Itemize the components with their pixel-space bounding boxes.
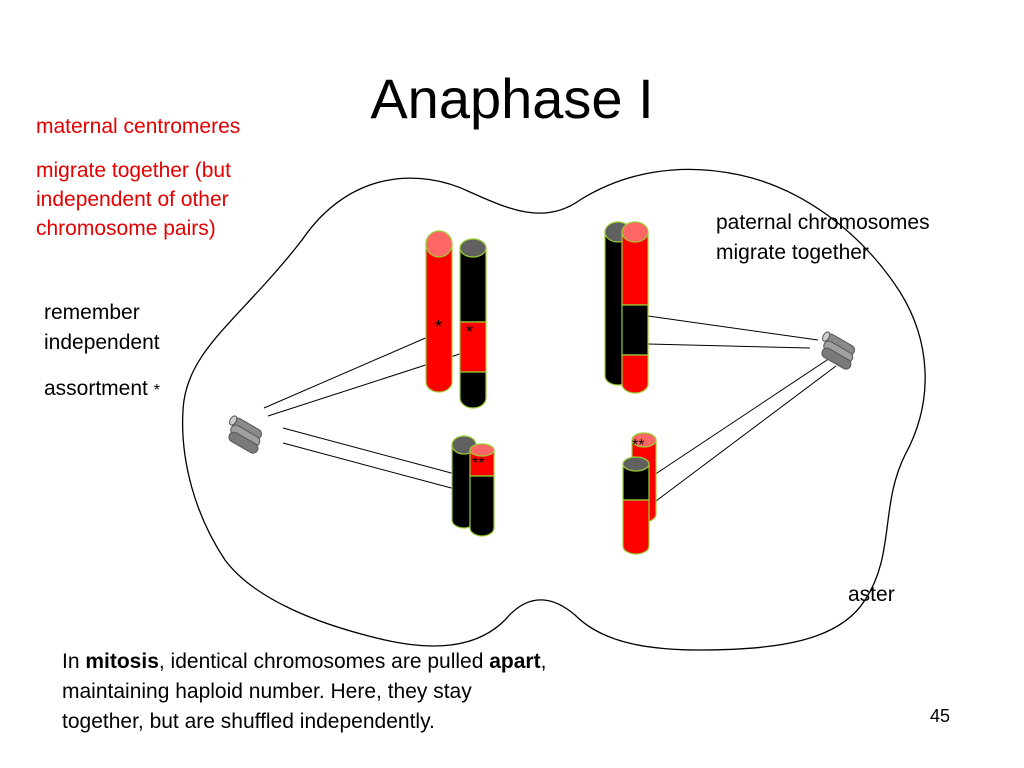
spindle-fiber (647, 343, 811, 349)
footer-line2: maintaining haploid number. Here, they s… (62, 680, 472, 703)
chromosome-mixed-tall-right (621, 221, 649, 394)
aster-right-centrioles (821, 331, 856, 370)
mitosis-term: mitosis (85, 650, 159, 673)
chromosome-maternal-tall-left (425, 230, 453, 393)
paternal-label-line2: migrate together (716, 241, 869, 264)
chromosome-mixed-short-left (469, 443, 495, 537)
footer-line3: together, but are shuffled independently… (62, 710, 435, 733)
double-star-mark: ** (632, 437, 644, 454)
spindle-fibers (263, 315, 837, 508)
maternal-label-line4: chromosome pairs) (36, 217, 216, 240)
spindle-fiber (647, 315, 819, 341)
spindle-fiber (282, 442, 456, 490)
star-mark: * (466, 322, 473, 342)
cell-outline (181, 168, 926, 651)
chromosome-mixed-short-right (622, 456, 650, 555)
star-mark: * (435, 317, 442, 337)
spindle-fiber (647, 357, 831, 480)
spindle-fiber (647, 365, 837, 508)
footer-line1: In mitosis, identical chromosomes are pu… (62, 650, 547, 673)
chromosome-paternal-tall-left (459, 238, 487, 409)
maternal-label-line1: maternal centromeres (36, 115, 241, 138)
remember-label-line1: remember (44, 301, 140, 324)
aster-label: aster (848, 583, 895, 606)
aster-left-centrioles (228, 415, 263, 454)
maternal-label-line2: migrate together (but (36, 159, 231, 182)
footer-text: In mitosis, identical chromosomes are pu… (62, 647, 546, 737)
remember-label-line2: independent (44, 331, 160, 354)
paternal-label-line1: paternal chromosomes (716, 211, 930, 234)
page-number: 45 (930, 706, 951, 726)
slide-title: Anaphase I (370, 67, 654, 130)
maternal-label-line3: independent of other (36, 188, 229, 211)
spindle-fiber (282, 427, 456, 475)
spindle-fiber (263, 332, 438, 409)
double-star-mark: ** (472, 455, 484, 472)
apart-term: apart (489, 650, 541, 673)
remember-label-line3: assortment * (44, 377, 160, 400)
